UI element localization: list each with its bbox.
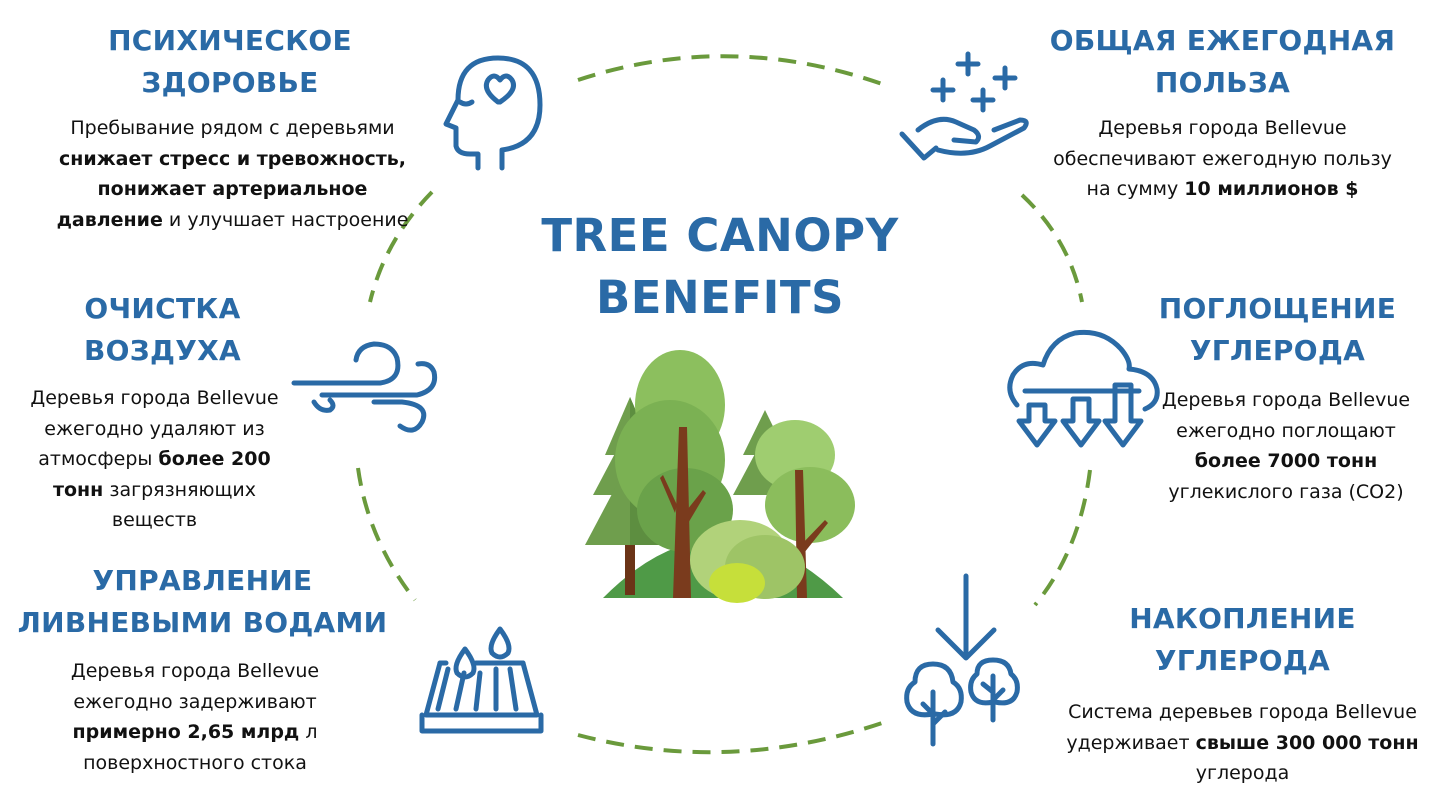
ring-arc-bottom xyxy=(577,720,886,755)
text-air-cleaning-bold: более 200 тонн xyxy=(52,448,271,501)
heading-stormwater-line1: УПРАВЛЕНИЕ xyxy=(92,564,313,597)
heading-stormwater-line2: ЛИВНЕВЫМИ ВОДАМИ xyxy=(17,606,388,639)
heading-annual-benefit-line1: ОБЩАЯ ЕЖЕГОДНАЯ xyxy=(1049,24,1396,57)
heading-carbon-storage: НАКОПЛЕНИЕ УГЛЕРОДА xyxy=(1105,598,1380,682)
text-annual-benefit-part1: Деревья города Bellevue обеспечивают еже… xyxy=(1053,117,1392,200)
ring-arc-lower-right xyxy=(1033,469,1092,607)
plus-4 xyxy=(970,87,996,113)
title-line-1: TREE CANOPY xyxy=(541,209,899,262)
text-stormwater-part1: Деревья города Bellevue ежегодно задержи… xyxy=(70,660,320,713)
ring-arc-upper-right xyxy=(1020,193,1084,303)
text-carbon-storage-part2: углерода xyxy=(1195,762,1290,784)
text-carbon-absorption-part2: углекислого газа (CO2) xyxy=(1168,480,1404,503)
arrow-down xyxy=(935,573,997,661)
head-heart-icon xyxy=(443,55,543,171)
text-carbon-absorption-part1: Деревья города Bellevue ежегодно поглоща… xyxy=(1161,389,1411,442)
text-mental-health-part2: и улучшает настроение xyxy=(162,208,409,231)
text-air-cleaning-part2: загрязняющих веществ xyxy=(103,478,257,532)
trees-arrow-down-icon xyxy=(904,573,1020,747)
text-annual-benefit-bold: 10 миллионов $ xyxy=(1184,178,1359,200)
wind-icon xyxy=(291,341,438,433)
heading-stormwater: УПРАВЛЕНИЕ ЛИВНЕВЫМИ ВОДАМИ xyxy=(15,560,390,644)
plus-2 xyxy=(930,77,956,103)
page-title: TREE CANOPY BENEFITS xyxy=(520,205,920,329)
text-stormwater-part2: л поверхностного стока xyxy=(83,721,318,774)
ring-arc-upper-left xyxy=(368,190,434,303)
text-mental-health: Пребывание рядом с деревьями снижает стр… xyxy=(55,113,410,235)
text-carbon-storage: Система деревьев города Bellevue удержив… xyxy=(1050,697,1435,789)
ring-arc-lower-left xyxy=(356,467,417,602)
text-carbon-absorption-bold: более 7000 тонн xyxy=(1194,450,1378,472)
ring-arc-top xyxy=(577,54,886,87)
heading-air-cleaning: ОЧИСТКА ВОЗДУХА xyxy=(30,288,295,372)
text-carbon-storage-part1: Система деревьев города Bellevue удержив… xyxy=(1066,701,1417,754)
hand-plus-icon xyxy=(899,51,1029,161)
text-annual-benefit: Деревья города Bellevue обеспечивают еже… xyxy=(1050,113,1395,205)
text-carbon-storage-bold: свыше 300 000 тонн xyxy=(1195,731,1419,754)
heading-annual-benefit: ОБЩАЯ ЕЖЕГОДНАЯ ПОЛЬЗА xyxy=(1040,20,1405,104)
plus-1 xyxy=(955,51,981,77)
heading-mental-health-line2: ЗДОРОВЬЕ xyxy=(141,66,319,99)
heading-air-cleaning-line2: ВОЗДУХА xyxy=(84,334,241,367)
forest-illustration xyxy=(585,350,855,603)
heading-air-cleaning-line1: ОЧИСТКА xyxy=(84,292,241,325)
text-stormwater-bold: примерно 2,65 млрд xyxy=(72,721,300,743)
heading-mental-health-line1: ПСИХИЧЕСКОЕ xyxy=(108,24,352,57)
storm-drain-icon xyxy=(419,626,544,734)
heading-carbon-absorption-line2: УГЛЕРОДА xyxy=(1189,334,1366,367)
heading-carbon-storage-line2: УГЛЕРОДА xyxy=(1154,644,1331,677)
heading-carbon-absorption: ПОГЛОЩЕНИЕ УГЛЕРОДА xyxy=(1140,288,1415,372)
heading-annual-benefit-line2: ПОЛЬЗА xyxy=(1154,66,1291,99)
heading-carbon-storage-line1: НАКОПЛЕНИЕ xyxy=(1129,602,1356,635)
text-mental-health-bold: снижает стресс и тревожность, понижает а… xyxy=(56,147,406,231)
text-stormwater: Деревья города Bellevue ежегодно задержи… xyxy=(45,656,345,778)
heading-carbon-absorption-line1: ПОГЛОЩЕНИЕ xyxy=(1158,292,1397,325)
text-air-cleaning: Деревья города Bellevue ежегодно удаляют… xyxy=(12,383,297,536)
text-air-cleaning-part1: Деревья города Bellevue ежегодно удаляют… xyxy=(30,387,279,470)
plus-3 xyxy=(992,65,1018,91)
text-carbon-absorption: Деревья города Bellevue ежегодно поглоща… xyxy=(1152,385,1420,507)
cloud-down-arrows-icon xyxy=(1007,329,1160,448)
text-mental-health-part1: Пребывание рядом с деревьями xyxy=(70,117,395,139)
heading-mental-health: ПСИХИЧЕСКОЕ ЗДОРОВЬЕ xyxy=(60,20,400,104)
title-line-2: BENEFITS xyxy=(595,271,845,324)
